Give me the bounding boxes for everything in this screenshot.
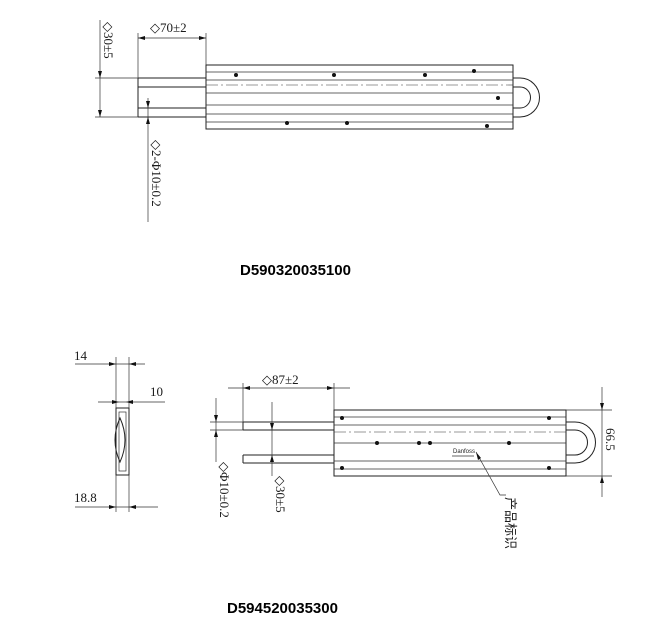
dim-tube-1: ◇2-Φ10±0.2 (149, 140, 164, 207)
drawing-1: ◇70±2 ◇30±5 ◇2-Φ10±0.2 D590320035100 (95, 20, 540, 279)
heater-body-1 (205, 64, 514, 130)
part-number-1: D590320035100 (240, 262, 351, 279)
part-number-2: D594520035300 (227, 600, 338, 617)
side-view (115, 407, 130, 476)
drawing-2: 14 10 18.8 (74, 348, 618, 617)
dim-tube-a: ◇Φ10±0.2 (217, 462, 232, 518)
dim-height-2: 66.5 (603, 428, 618, 451)
label-note: 产品标识 (503, 497, 518, 549)
dim-side-a: 14 (74, 348, 88, 363)
dim-height-1: ◇30±5 (101, 22, 116, 59)
dim-length-2: ◇87±2 (262, 372, 299, 387)
dim-side-c: 18.8 (74, 490, 97, 505)
dim-side-b: 10 (150, 384, 163, 399)
dim-tube-b: ◇30±5 (273, 476, 288, 513)
dim-length-1: ◇70±2 (150, 20, 187, 35)
svg-text:Danfoss: Danfoss (453, 449, 475, 455)
